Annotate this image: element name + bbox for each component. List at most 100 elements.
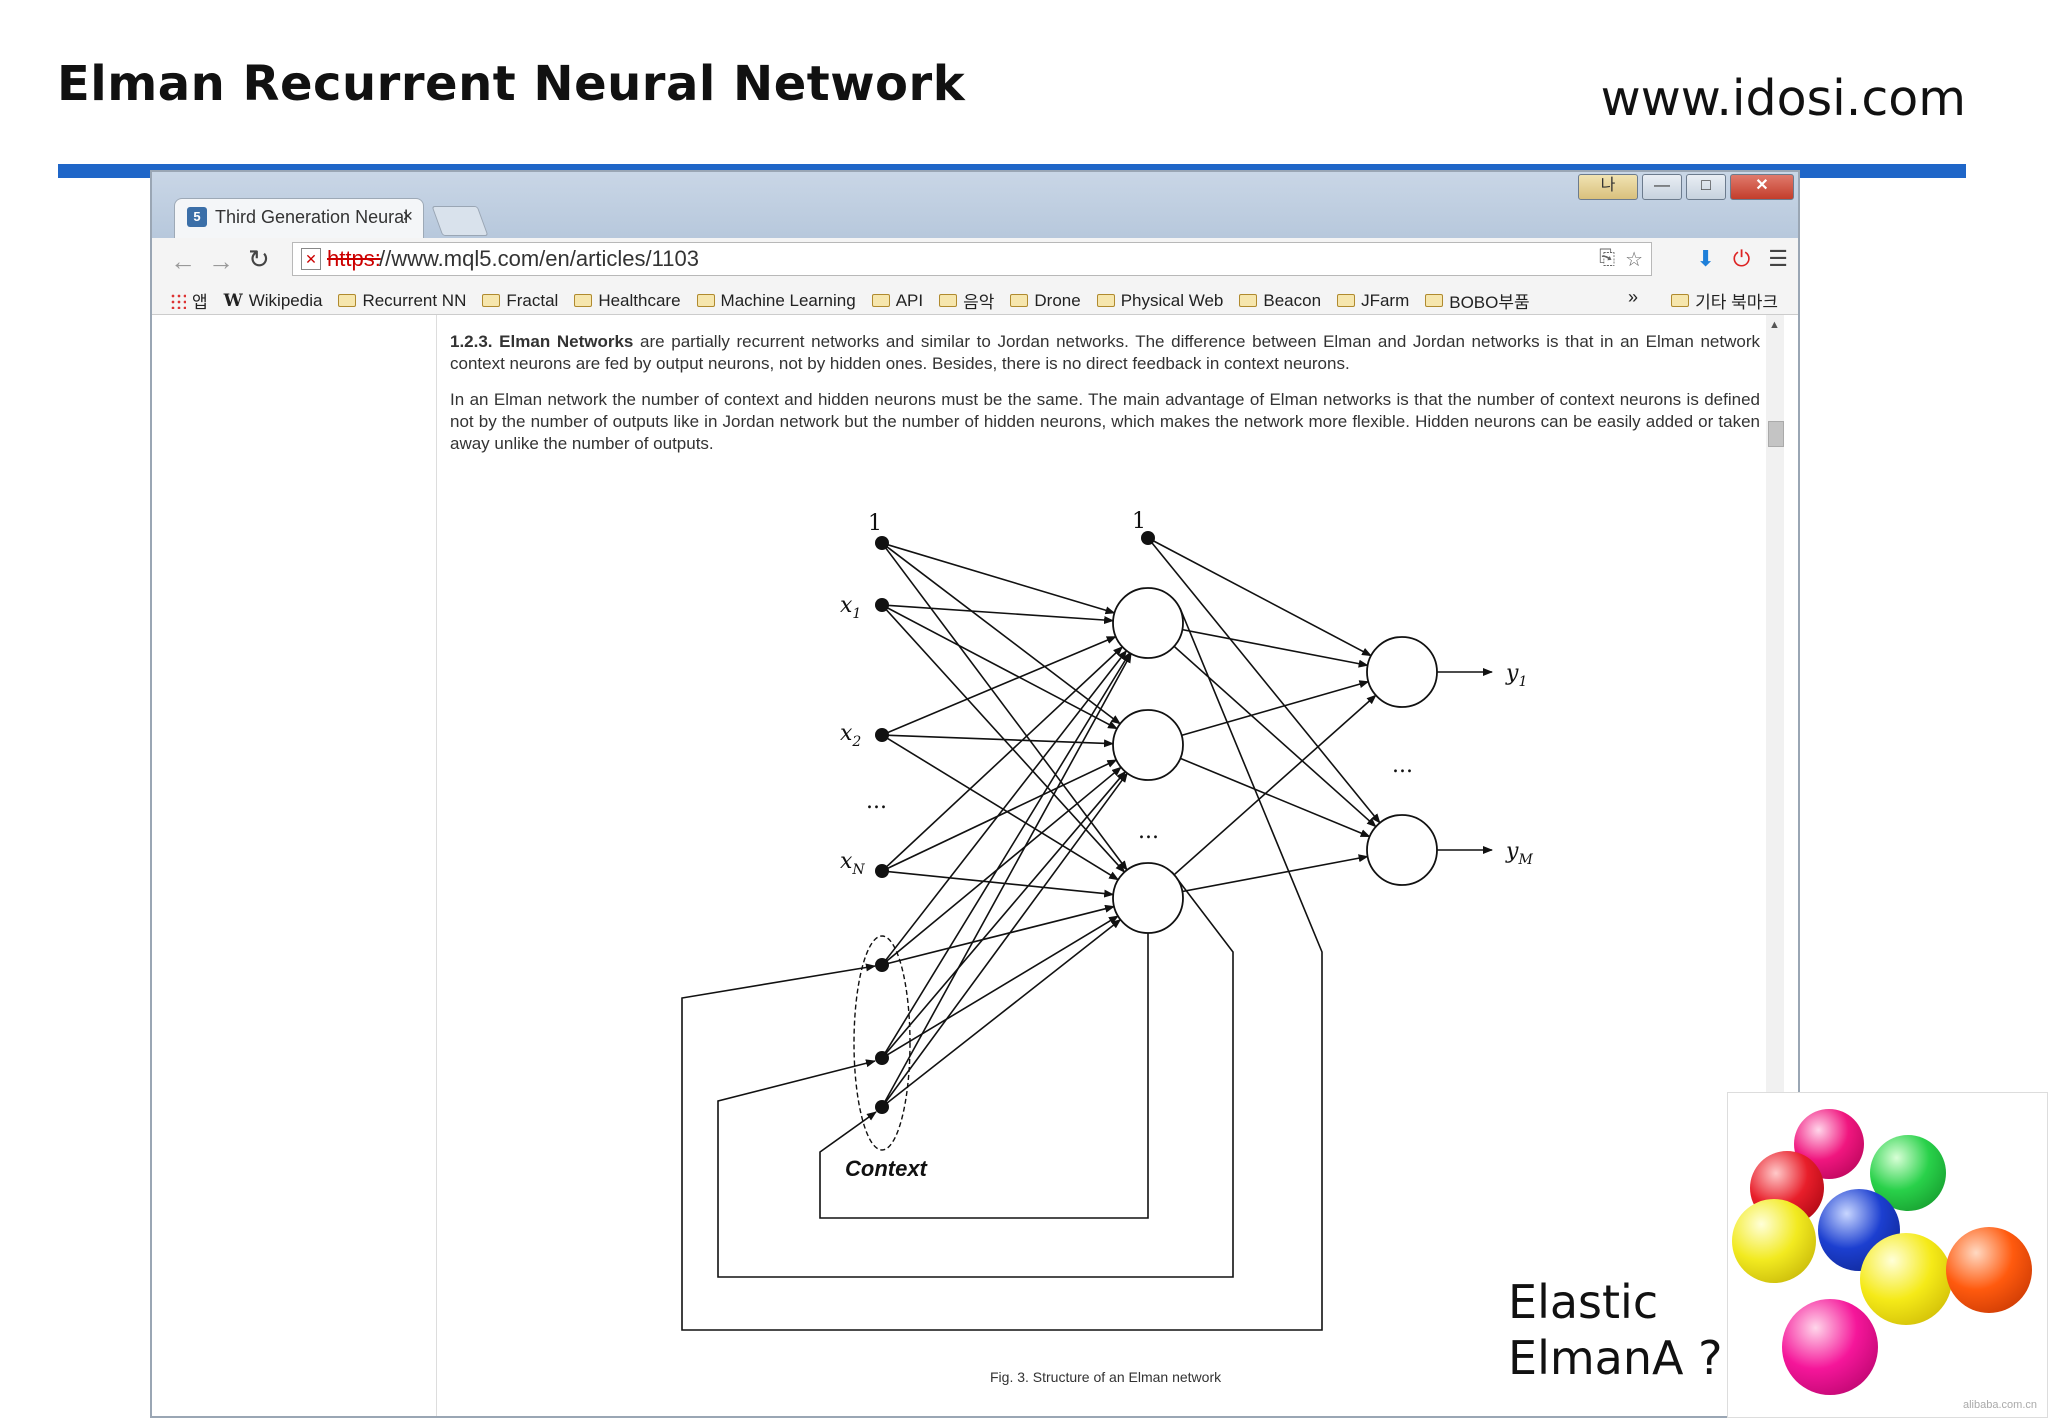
input-ellipsis: ...	[866, 789, 887, 814]
figure-caption: Fig. 3. Structure of an Elman network	[990, 1369, 1222, 1385]
back-arrow-icon[interactable]: ←	[170, 246, 196, 276]
input-hidden-connection	[881, 904, 1116, 966]
article-content: 1.2.3. Elman Networks are partially recu…	[450, 331, 1760, 469]
folder-icon	[1425, 294, 1444, 307]
input-node-x2	[875, 728, 889, 742]
yellow-ball	[1732, 1199, 1816, 1283]
hidden-neuron	[1112, 587, 1184, 659]
omnibox-actions: ⎘ ☆	[1599, 247, 1643, 272]
input-hidden-connection	[881, 652, 1132, 1108]
bookmark-label: Drone	[1034, 290, 1081, 310]
user-profile-button[interactable]: 나	[1578, 174, 1638, 200]
bookmark-folder[interactable]: API	[871, 288, 923, 313]
star-icon[interactable]: ☆	[1625, 249, 1643, 271]
folder-icon	[1096, 294, 1115, 307]
folder-icon	[1337, 294, 1356, 307]
context-group-outline	[853, 935, 911, 1151]
article-paragraph: In an Elman network the number of contex…	[450, 390, 1760, 453]
url-text: //www.mql5.com/en/articles/1103	[379, 246, 699, 271]
folder-icon	[1239, 294, 1258, 307]
input-hidden-connection	[881, 604, 1115, 625]
bookmark-folder[interactable]: Beacon	[1239, 288, 1321, 313]
hidden-neuron	[1112, 862, 1184, 934]
adblock-extension-icon[interactable]: ⏻	[1732, 246, 1751, 271]
folder-icon	[338, 294, 357, 307]
scroll-up-arrow-icon[interactable]: ▲	[1769, 319, 1780, 331]
yellow-ball	[1860, 1233, 1952, 1325]
folder-icon	[1671, 294, 1690, 307]
address-bar[interactable]: ✕ https: //www.mql5.com/en/articles/1103…	[292, 242, 1652, 276]
bookmarks-overflow-button[interactable]: »	[1627, 287, 1638, 307]
forward-arrow-icon[interactable]: →	[208, 246, 234, 276]
bookmark-label: Recurrent NN	[362, 290, 467, 310]
apps-grid-icon	[170, 292, 186, 309]
browser-tab[interactable]: 5 Third Generation Neural ×	[174, 198, 424, 238]
input-hidden-connection	[881, 542, 1116, 615]
context-node	[875, 1051, 889, 1065]
pink-ball	[1782, 1299, 1878, 1395]
hidden-output-connection	[1147, 680, 1370, 746]
hidden-ellipsis: ...	[1138, 819, 1159, 844]
input-node-x1	[875, 598, 889, 612]
minimize-button[interactable]: —	[1642, 174, 1682, 200]
translate-icon[interactable]: ⎘	[1599, 247, 1616, 269]
context-node	[875, 958, 889, 972]
close-window-button[interactable]: ✕	[1730, 174, 1794, 200]
browser-titlebar: 5 Third Generation Neural × 나 — □ ✕	[152, 172, 1798, 238]
bookmark-folder[interactable]: 음악	[939, 288, 994, 313]
input-hidden-connection	[881, 649, 1128, 966]
bookmark-apps[interactable]: 앱	[170, 288, 208, 313]
input-hidden-connection	[881, 652, 1131, 1059]
hidden-bias-node	[1141, 531, 1155, 545]
hidden-output-connection	[1147, 854, 1369, 899]
note-line: ElmanA ?	[1508, 1331, 1723, 1385]
input-label-x1: x1	[840, 593, 861, 622]
bias-node	[875, 536, 889, 550]
reload-icon[interactable]: ↻	[248, 244, 270, 274]
tab-close-icon[interactable]: ×	[402, 206, 413, 226]
bookmark-label: Fractal	[506, 290, 559, 310]
folder-icon	[482, 294, 501, 307]
bookmark-folder[interactable]: Fractal	[482, 288, 558, 313]
bookmark-folder[interactable]: JFarm	[1337, 288, 1409, 313]
browser-toolbar: ← → ↻ ✕ https: //www.mql5.com/en/article…	[152, 238, 1798, 282]
bookmark-folder[interactable]: Healthcare	[574, 288, 681, 313]
other-bookmarks-folder[interactable]: 기타 북마크	[1671, 288, 1778, 313]
maximize-button[interactable]: □	[1686, 174, 1726, 200]
download-extension-icon[interactable]: ⬇	[1696, 246, 1715, 271]
tab-title: Third Generation Neural	[215, 207, 409, 227]
bookmark-folder[interactable]: BOBO부품	[1425, 288, 1530, 313]
context-label: Context	[845, 1156, 929, 1181]
input-hidden-connection	[881, 542, 1128, 871]
menu-icon[interactable]: ☰	[1768, 246, 1788, 271]
output-neuron	[1366, 636, 1438, 708]
note-line: Elastic	[1508, 1275, 1659, 1329]
input-hidden-connection	[881, 542, 1121, 725]
hidden-output-connection	[1147, 744, 1371, 838]
bookmark-folder[interactable]: Drone	[1010, 288, 1081, 313]
hidden-output-connection	[1147, 622, 1369, 668]
hidden-neuron	[1112, 709, 1184, 781]
hidden-bias-label: 1	[1132, 509, 1146, 534]
context-feedback-loop	[819, 933, 1149, 1219]
input-hidden-connection	[881, 918, 1122, 1108]
insecure-lock-icon[interactable]: ✕	[301, 248, 321, 270]
hidden-output-connection	[1147, 622, 1377, 828]
input-hidden-connection	[881, 772, 1128, 1108]
browser-window: 5 Third Generation Neural × 나 — □ ✕ ← → …	[150, 170, 1800, 1418]
article-paragraph: 1.2.3. Elman Networks are partially recu…	[450, 331, 1760, 375]
bookmark-folder[interactable]: Recurrent NN	[338, 288, 466, 313]
bouncy-balls-photo: alibaba.com.cn	[1727, 1092, 2048, 1418]
hidden-output-connection	[1147, 537, 1372, 657]
input-label-x2: x2	[840, 721, 861, 750]
bookmark-folder[interactable]: Machine Learning	[696, 288, 856, 313]
input-label-xN: xN	[840, 849, 865, 878]
input-node-xN	[875, 864, 889, 878]
input-hidden-connection	[881, 734, 1120, 881]
bookmark-folder[interactable]: Physical Web	[1096, 288, 1223, 313]
bias-label: 1	[868, 511, 882, 536]
paragraph-text: are partially recurrent networks and sim…	[450, 332, 1760, 373]
scrollbar-thumb[interactable]	[1768, 421, 1784, 447]
